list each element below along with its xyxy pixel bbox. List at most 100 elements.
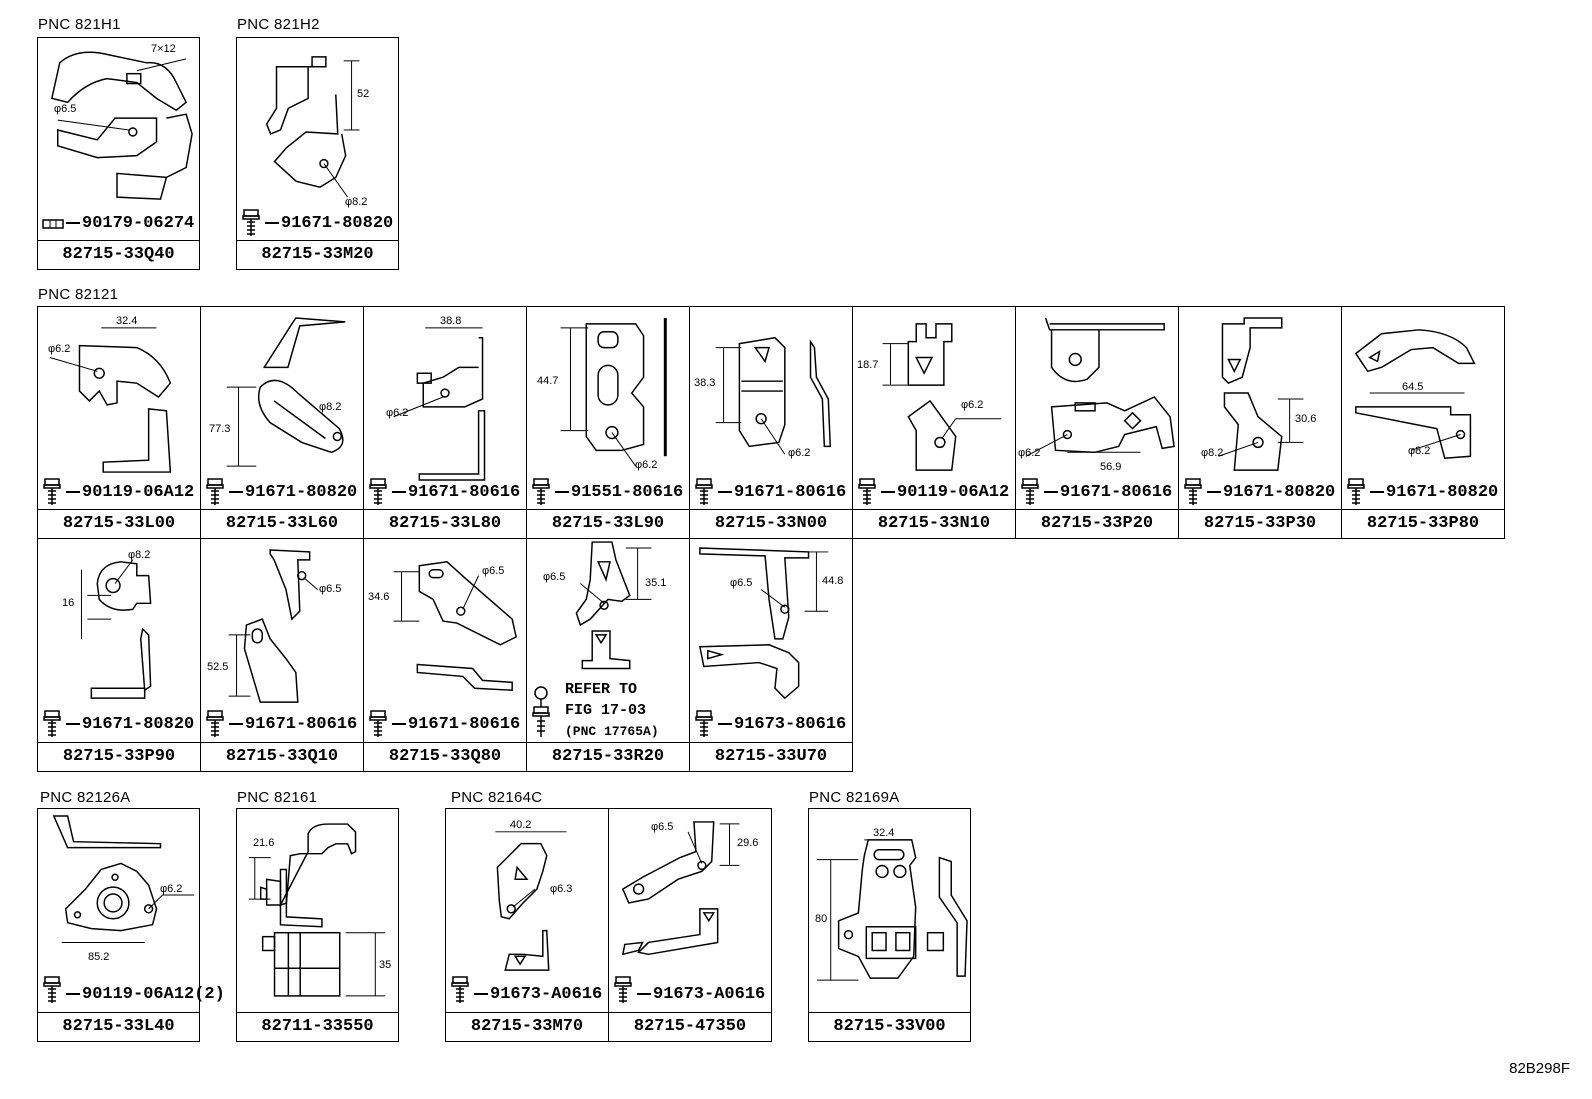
part-code[interactable]: 82715-33Q10	[201, 742, 363, 771]
reference-note-line: (PNC 17765A)	[565, 724, 659, 739]
part-code[interactable]: 82715-33L60	[201, 509, 363, 538]
bolt-icon	[695, 478, 713, 505]
dimension-label: φ8.2	[128, 549, 151, 561]
part-code[interactable]: 82715-33L00	[38, 509, 200, 538]
bracket-drawing	[393, 327, 486, 481]
fastener-part-number[interactable]: 90119-06A12(2)	[66, 985, 225, 1004]
bracket-cell-82715-33L00[interactable]: 32.4 φ6.2 90119-06A12 82715-33L00	[37, 306, 201, 539]
dimension-label: φ6.2	[788, 447, 811, 459]
bracket-cell-82715-33N00[interactable]: 38.3 φ6.2 91671-80616 82715-33N00	[689, 306, 853, 539]
bolt-icon	[206, 710, 224, 737]
bracket-cell-82715-33Q40[interactable]: 7×12 φ6.5 90179-06274 82715-33Q40	[37, 37, 200, 270]
bracket-cell-82715-33P90[interactable]: φ8.2 16 91671-80820 82715-33P90	[37, 538, 201, 772]
dimension-label: 21.6	[253, 837, 275, 849]
part-code[interactable]: 82715-33Q40	[38, 240, 199, 269]
bracket-cell-82715-33L80[interactable]: 38.8 φ6.2 91671-80616 82715-33L80	[363, 306, 527, 539]
fastener-part-number[interactable]: 91551-80616	[555, 483, 683, 502]
bracket-drawing	[621, 821, 740, 956]
bracket-cell-82715-33Q10[interactable]: φ6.5 52.5 91671-80616 82715-33Q10	[200, 538, 364, 772]
dimension-label: φ6.5	[54, 103, 77, 115]
bracket-cell-82715-33P80[interactable]: 64.5 φ8.2 91671-80820 82715-33P80	[1341, 306, 1505, 539]
fastener-part-number[interactable]: 91673-A0616	[474, 985, 602, 1004]
pnc-label-82121: PNC 82121	[38, 286, 119, 303]
bolt-icon	[614, 976, 632, 1003]
part-code[interactable]: 82715-47350	[609, 1012, 771, 1041]
bracket-cell-82715-33P20[interactable]: φ6.2 56.9 91671-80616 82715-33P20	[1015, 306, 1179, 539]
bracket-cell-82715-33L60[interactable]: 77.3 φ8.2 91671-80820 82715-33L60	[200, 306, 364, 539]
fastener-part-number[interactable]: 91671-80616	[718, 483, 846, 502]
bracket-cell-82715-33M70[interactable]: 40.2 φ6.3 91673-A0616 82715-33M70	[445, 808, 609, 1042]
dimension-label: φ6.2	[386, 407, 409, 419]
fastener-part-number[interactable]: 90119-06A12	[881, 483, 1009, 502]
part-code[interactable]: 82715-33M20	[237, 240, 398, 269]
bracket-cell-82715-33L90[interactable]: 44.7 φ6.2 91551-80616 82715-33L90	[526, 306, 690, 539]
bracket-drawing	[495, 831, 567, 971]
pnc-label-821h2: PNC 821H2	[237, 16, 320, 33]
dimension-label: 30.6	[1295, 413, 1317, 425]
part-code[interactable]: 82715-33L90	[527, 509, 689, 538]
bolt-icon	[858, 478, 876, 505]
dimension-label: 52.5	[207, 661, 229, 673]
part-code[interactable]: 82711-33550	[237, 1012, 398, 1041]
bracket-drawing	[1218, 317, 1304, 471]
dimension-label: φ6.5	[651, 821, 674, 833]
dimension-label: 16	[62, 597, 75, 609]
fastener-part-number[interactable]: 91671-80616	[1044, 483, 1172, 502]
bracket-drawing	[882, 323, 1002, 471]
fastener-part-number[interactable]: 91671-80820	[229, 483, 357, 502]
part-code[interactable]: 82715-33P90	[38, 742, 200, 771]
bracket-drawing	[52, 815, 195, 943]
part-code[interactable]: 82715-33Q80	[364, 742, 526, 771]
bracket-cell-82715-33P30[interactable]: 30.6 φ8.2 91671-80820 82715-33P30	[1178, 306, 1342, 539]
dimension-label: 77.3	[209, 423, 231, 435]
part-code[interactable]: 82715-33P80	[1342, 509, 1504, 538]
part-code[interactable]: 82715-33V00	[809, 1012, 970, 1041]
dimension-label: φ6.5	[543, 571, 566, 583]
bracket-drawing	[49, 327, 172, 473]
fastener-part-number[interactable]: 91671-80616	[392, 483, 520, 502]
bolt-icon	[43, 478, 61, 505]
dimension-label: φ6.5	[319, 583, 342, 595]
fastener-part-number[interactable]: 90119-06A12	[66, 483, 194, 502]
bracket-cell-82715-33U70[interactable]: φ6.5 44.8 91673-80616 82715-33U70	[689, 538, 853, 772]
bracket-cell-82715-33V00[interactable]: 32.4 80 82715-33V00	[808, 808, 971, 1042]
bracket-drawing	[228, 549, 318, 703]
bolt-icon	[206, 478, 224, 505]
part-code[interactable]: 82715-33R20	[527, 742, 689, 771]
pnc-label-82169a: PNC 82169A	[809, 789, 900, 806]
ball-stud-icon	[532, 686, 550, 737]
fastener-part-number[interactable]: 91671-80820	[265, 214, 393, 233]
fastener-part-number[interactable]: 90179-06274	[66, 214, 194, 233]
dimension-label: φ6.5	[730, 577, 753, 589]
dimension-label: 52	[357, 88, 370, 100]
bracket-cell-82715-47350[interactable]: φ6.5 29.6 91673-A0616 82715-47350	[608, 808, 772, 1042]
part-code[interactable]: 82715-33L80	[364, 509, 526, 538]
bracket-cell-82715-33N10[interactable]: 18.7 φ6.2 90119-06A12 82715-33N10	[852, 306, 1016, 539]
fastener-part-number[interactable]: 91671-80820	[1207, 483, 1335, 502]
fastener-part-number[interactable]: 91671-80616	[229, 715, 357, 734]
part-code[interactable]: 82715-33P20	[1016, 509, 1178, 538]
part-code[interactable]: 82715-33N10	[853, 509, 1015, 538]
bracket-cell-82715-33R20[interactable]: φ6.5 35.1 REFER TO FIG 17-03 (PNC 17765A…	[526, 538, 690, 772]
bracket-cell-82715-33Q80[interactable]: 34.6 φ6.5 91671-80616 82715-33Q80	[363, 538, 527, 772]
fastener-part-number[interactable]: 91671-80820	[66, 715, 194, 734]
part-code[interactable]: 82715-33U70	[690, 742, 852, 771]
part-code[interactable]: 82715-33M70	[446, 1012, 608, 1041]
bracket-cell-82711-33550[interactable]: 21.6 35 82711-33550	[236, 808, 399, 1042]
bracket-drawing	[816, 839, 968, 981]
part-code[interactable]: 82715-33L40	[38, 1012, 199, 1041]
bolt-icon	[1184, 478, 1202, 505]
part-code[interactable]: 82715-33P30	[1179, 509, 1341, 538]
fastener-part-number[interactable]: 91673-A0616	[637, 985, 765, 1004]
bolt-icon	[1021, 478, 1039, 505]
dimension-label: 85.2	[88, 951, 110, 963]
pnc-label-821h1: PNC 821H1	[38, 16, 121, 33]
fastener-part-number[interactable]: 91673-80616	[718, 715, 846, 734]
bracket-cell-82715-33M20[interactable]: 52 φ8.2 91671-80820 82715-33M20	[236, 37, 399, 270]
bolt-icon	[532, 478, 550, 505]
part-code[interactable]: 82715-33N00	[690, 509, 852, 538]
fastener-part-number[interactable]: 91671-80820	[1370, 483, 1498, 502]
bracket-cell-82715-33L40[interactable]: φ6.2 85.2 90119-06A12(2) 82715-33L40	[37, 808, 225, 1042]
fastener-part-number[interactable]: 91671-80616	[392, 715, 520, 734]
dimension-label: φ8.2	[1408, 445, 1431, 457]
